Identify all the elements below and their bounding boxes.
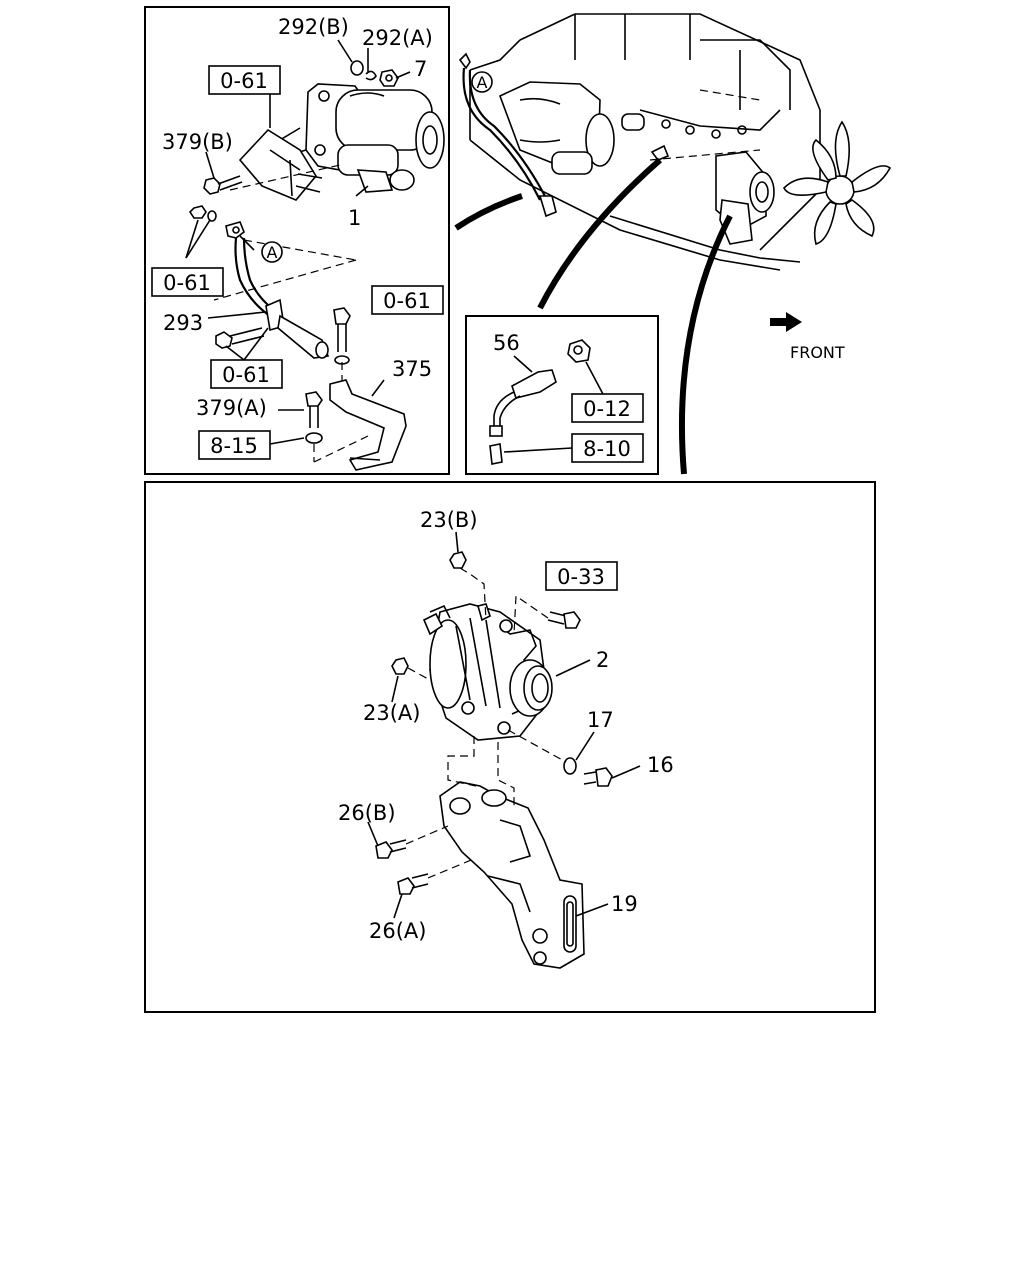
label-56: 56	[493, 331, 520, 355]
ref-box-810	[571, 433, 644, 463]
ref-815: 8-15	[210, 434, 258, 458]
connector-arc-starter	[454, 193, 523, 231]
nut-23a-drawing	[391, 657, 409, 675]
leader-012	[585, 361, 605, 397]
guide-bracket-right	[497, 742, 515, 808]
starter-panel-frame	[144, 6, 450, 475]
label-375: 375	[392, 357, 432, 381]
bolt-033-drawing	[547, 611, 581, 629]
ref-box-033	[545, 561, 618, 591]
bracket-19-drawing	[439, 781, 585, 969]
label-379a: 379(A)	[196, 396, 267, 420]
bolt-293-drawing	[215, 327, 265, 349]
connector-arc-sensor	[537, 157, 662, 310]
ref-box-061-right	[371, 285, 444, 315]
starter-panel: A 292(B) 292(A) 7 379(B) 1 293 375 379(A…	[144, 6, 450, 475]
bolt-379b-drawing	[203, 175, 243, 195]
label-17: 17	[587, 708, 614, 732]
label-26b: 26(B)	[338, 801, 396, 825]
leader-810	[503, 447, 573, 453]
label-1: 1	[348, 206, 361, 230]
starter-leaders	[185, 39, 411, 445]
ref-061-left: 0-61	[163, 271, 211, 295]
sensor-location-mark	[650, 144, 670, 161]
ref-012: 0-12	[583, 397, 631, 421]
front-arrow-icon	[770, 312, 802, 332]
starter-motor-drawing	[279, 83, 445, 193]
label-16: 16	[647, 753, 674, 777]
engine-cable-drawing	[458, 52, 557, 218]
nut-23b-drawing	[449, 551, 467, 569]
ref-061-bottom: 0-61	[222, 363, 270, 387]
alternator-leaders	[367, 531, 641, 919]
engine-callout-a-circle	[471, 71, 493, 93]
ref-box-061-bottom	[210, 359, 283, 389]
label-379b: 379(B)	[162, 130, 233, 154]
ref-810: 8-10	[583, 437, 631, 461]
ref-061-right: 0-61	[383, 289, 431, 313]
bolt-16-drawing	[583, 767, 613, 787]
label-293: 293	[163, 311, 203, 335]
label-292b: 292(B)	[278, 15, 349, 39]
washer-17-drawing	[563, 757, 577, 775]
engine-callout-a-label: A	[477, 73, 488, 92]
guide-26b	[405, 825, 449, 845]
starter-hardware	[350, 60, 399, 87]
ref-033: 0-33	[557, 565, 605, 589]
bolt-26a-drawing	[397, 873, 429, 895]
fuse-8-10-drawing	[489, 443, 503, 465]
starter-bracket-drawing	[238, 128, 323, 201]
label-26a: 26(A)	[369, 919, 426, 943]
label-23a: 23(A)	[363, 701, 420, 725]
engine-view: A FRONT	[454, 13, 892, 475]
label-7: 7	[414, 57, 427, 81]
guide-26a	[427, 857, 477, 879]
ref-061-top: 0-61	[220, 69, 268, 93]
sensor-panel: 56 0-12 8-10	[465, 315, 659, 475]
label-2: 2	[596, 648, 609, 672]
engine-alternator-drawing	[715, 151, 775, 245]
cable-nuts-drawing	[188, 205, 217, 222]
callout-a-circle	[261, 241, 283, 263]
front-label: FRONT	[790, 343, 845, 362]
ref-box-012	[571, 393, 644, 423]
bolt-379a-drawing	[305, 391, 323, 444]
alternator-panel: 23(B) 2 23(A) 17 16 26(B) 26(A) 19 0-33	[144, 481, 876, 1013]
sensor-56-drawing	[489, 339, 591, 437]
sensor-panel-frame	[465, 315, 659, 475]
label-23b: 23(B)	[420, 508, 478, 532]
callout-a-label: A	[267, 243, 278, 262]
label-292a: 292(A)	[362, 26, 433, 50]
leader-56	[513, 355, 533, 373]
connector-arc-alternator	[678, 214, 733, 475]
cooling-fan-drawing	[783, 120, 892, 245]
bolt-26b-drawing	[375, 839, 407, 859]
guide-23a	[407, 667, 431, 681]
alternator-panel-frame	[144, 481, 876, 1013]
bracket-375-drawing	[329, 379, 407, 471]
guide-16	[507, 729, 567, 763]
label-19: 19	[611, 892, 638, 916]
battery-cable-drawing	[225, 221, 330, 359]
guide-bracket-left	[447, 736, 477, 787]
engine-starter-drawing	[498, 81, 615, 175]
bolt-vertical-drawing	[333, 307, 351, 365]
ref-box-061-left	[151, 267, 224, 297]
ref-box-061-top	[208, 65, 281, 95]
alternator-drawing	[422, 603, 553, 741]
guide-23b	[459, 567, 487, 621]
ref-box-815	[198, 430, 271, 460]
